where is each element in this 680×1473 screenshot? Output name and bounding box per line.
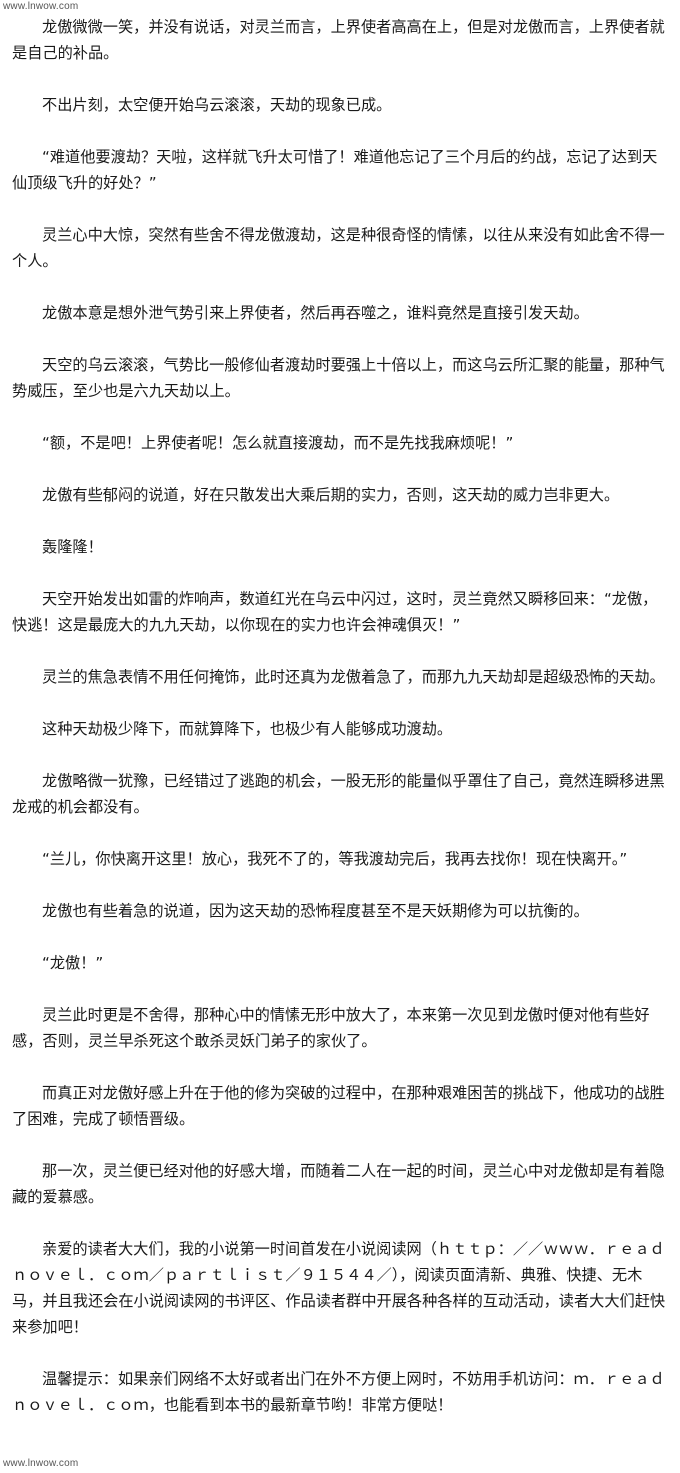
watermark-bottom: www.lnwow.com [3, 1458, 79, 1469]
paragraph: “龙傲！” [42, 954, 104, 972]
paragraph: 龙傲本意是想外泄气势引来上界使者，然后再吞噬之，谁料竟然是直接引发天劫。 [42, 304, 589, 322]
watermark-top: www.lnwow.com [3, 1, 79, 12]
tip-paragraph: 温馨提示：如果亲们网络不太好或者出门在外不方便上网时，不妨用手机访问：ｍ．ｒｅａ… [12, 1370, 665, 1414]
paragraph: “难道他要渡劫？天啦，这样就飞升太可惜了！难道他忘记了三个月后的约战，忘记了达到… [12, 148, 658, 192]
paragraph: 天空的乌云滚滚，气势比一般修仙者渡劫时要强上十倍以上，而这乌云所汇聚的能量，那种… [12, 356, 665, 400]
paragraph: 灵兰此时更是不舍得，那种心中的情愫无形中放大了，本来第一次见到龙傲时便对他有些好… [12, 1006, 650, 1050]
paragraph: 龙傲微微一笑，并没有说话，对灵兰而言，上界使者高高在上，但是对龙傲而言，上界使者… [12, 18, 665, 62]
paragraph: 龙傲略微一犹豫，已经错过了逃跑的机会，一股无形的能量似乎罩住了自己，竟然连瞬移进… [12, 772, 665, 816]
paragraph: 而真正对龙傲好感上升在于他的修为突破的过程中，在那种艰难困苦的挑战下，他成功的战… [12, 1084, 665, 1128]
paragraph: “兰儿，你快离开这里！放心，我死不了的，等我渡劫完后，我再去找你！现在快离开。” [42, 850, 628, 868]
paragraph: 龙傲有些郁闷的说道，好在只散发出大乘后期的实力，否则，这天劫的威力岂非更大。 [42, 486, 620, 504]
paragraph: 灵兰的焦急表情不用任何掩饰，此时还真为龙傲着急了，而那九九天劫却是超级恐怖的天劫… [42, 668, 665, 686]
paragraph: 龙傲也有些着急的说道，因为这天劫的恐怖程度甚至不是天妖期修为可以抗衡的。 [42, 902, 589, 920]
paragraph: 天空开始发出如雷的炸响声，数道红光在乌云中闪过，这时，灵兰竟然又瞬移回来：“龙傲… [12, 590, 658, 634]
promo-paragraph: 亲爱的读者大大们，我的小说第一时间首发在小说阅读网（ｈｔｔｐ：／／ｗｗｗ．ｒｅａ… [12, 1240, 666, 1336]
chapter-text: 龙傲微微一笑，并没有说话，对灵兰而言，上界使者高高在上，但是对龙傲而言，上界使者… [12, 14, 668, 1444]
paragraph: 轰隆隆！ [42, 538, 103, 556]
paragraph: 灵兰心中大惊，突然有些舍不得龙傲渡劫，这是种很奇怪的情愫，以往从来没有如此舍不得… [12, 226, 665, 270]
paragraph: “额，不是吧！上界使者呢！怎么就直接渡劫，而不是先找我麻烦呢！” [42, 434, 514, 452]
paragraph: 那一次，灵兰便已经对他的好感大增，而随着二人在一起的时间，灵兰心中对龙傲却是有着… [12, 1162, 665, 1206]
paragraph: 不出片刻，太空便开始乌云滚滚，天劫的现象已成。 [42, 96, 392, 114]
paragraph: 这种天劫极少降下，而就算降下，也极少有人能够成功渡劫。 [42, 720, 453, 738]
